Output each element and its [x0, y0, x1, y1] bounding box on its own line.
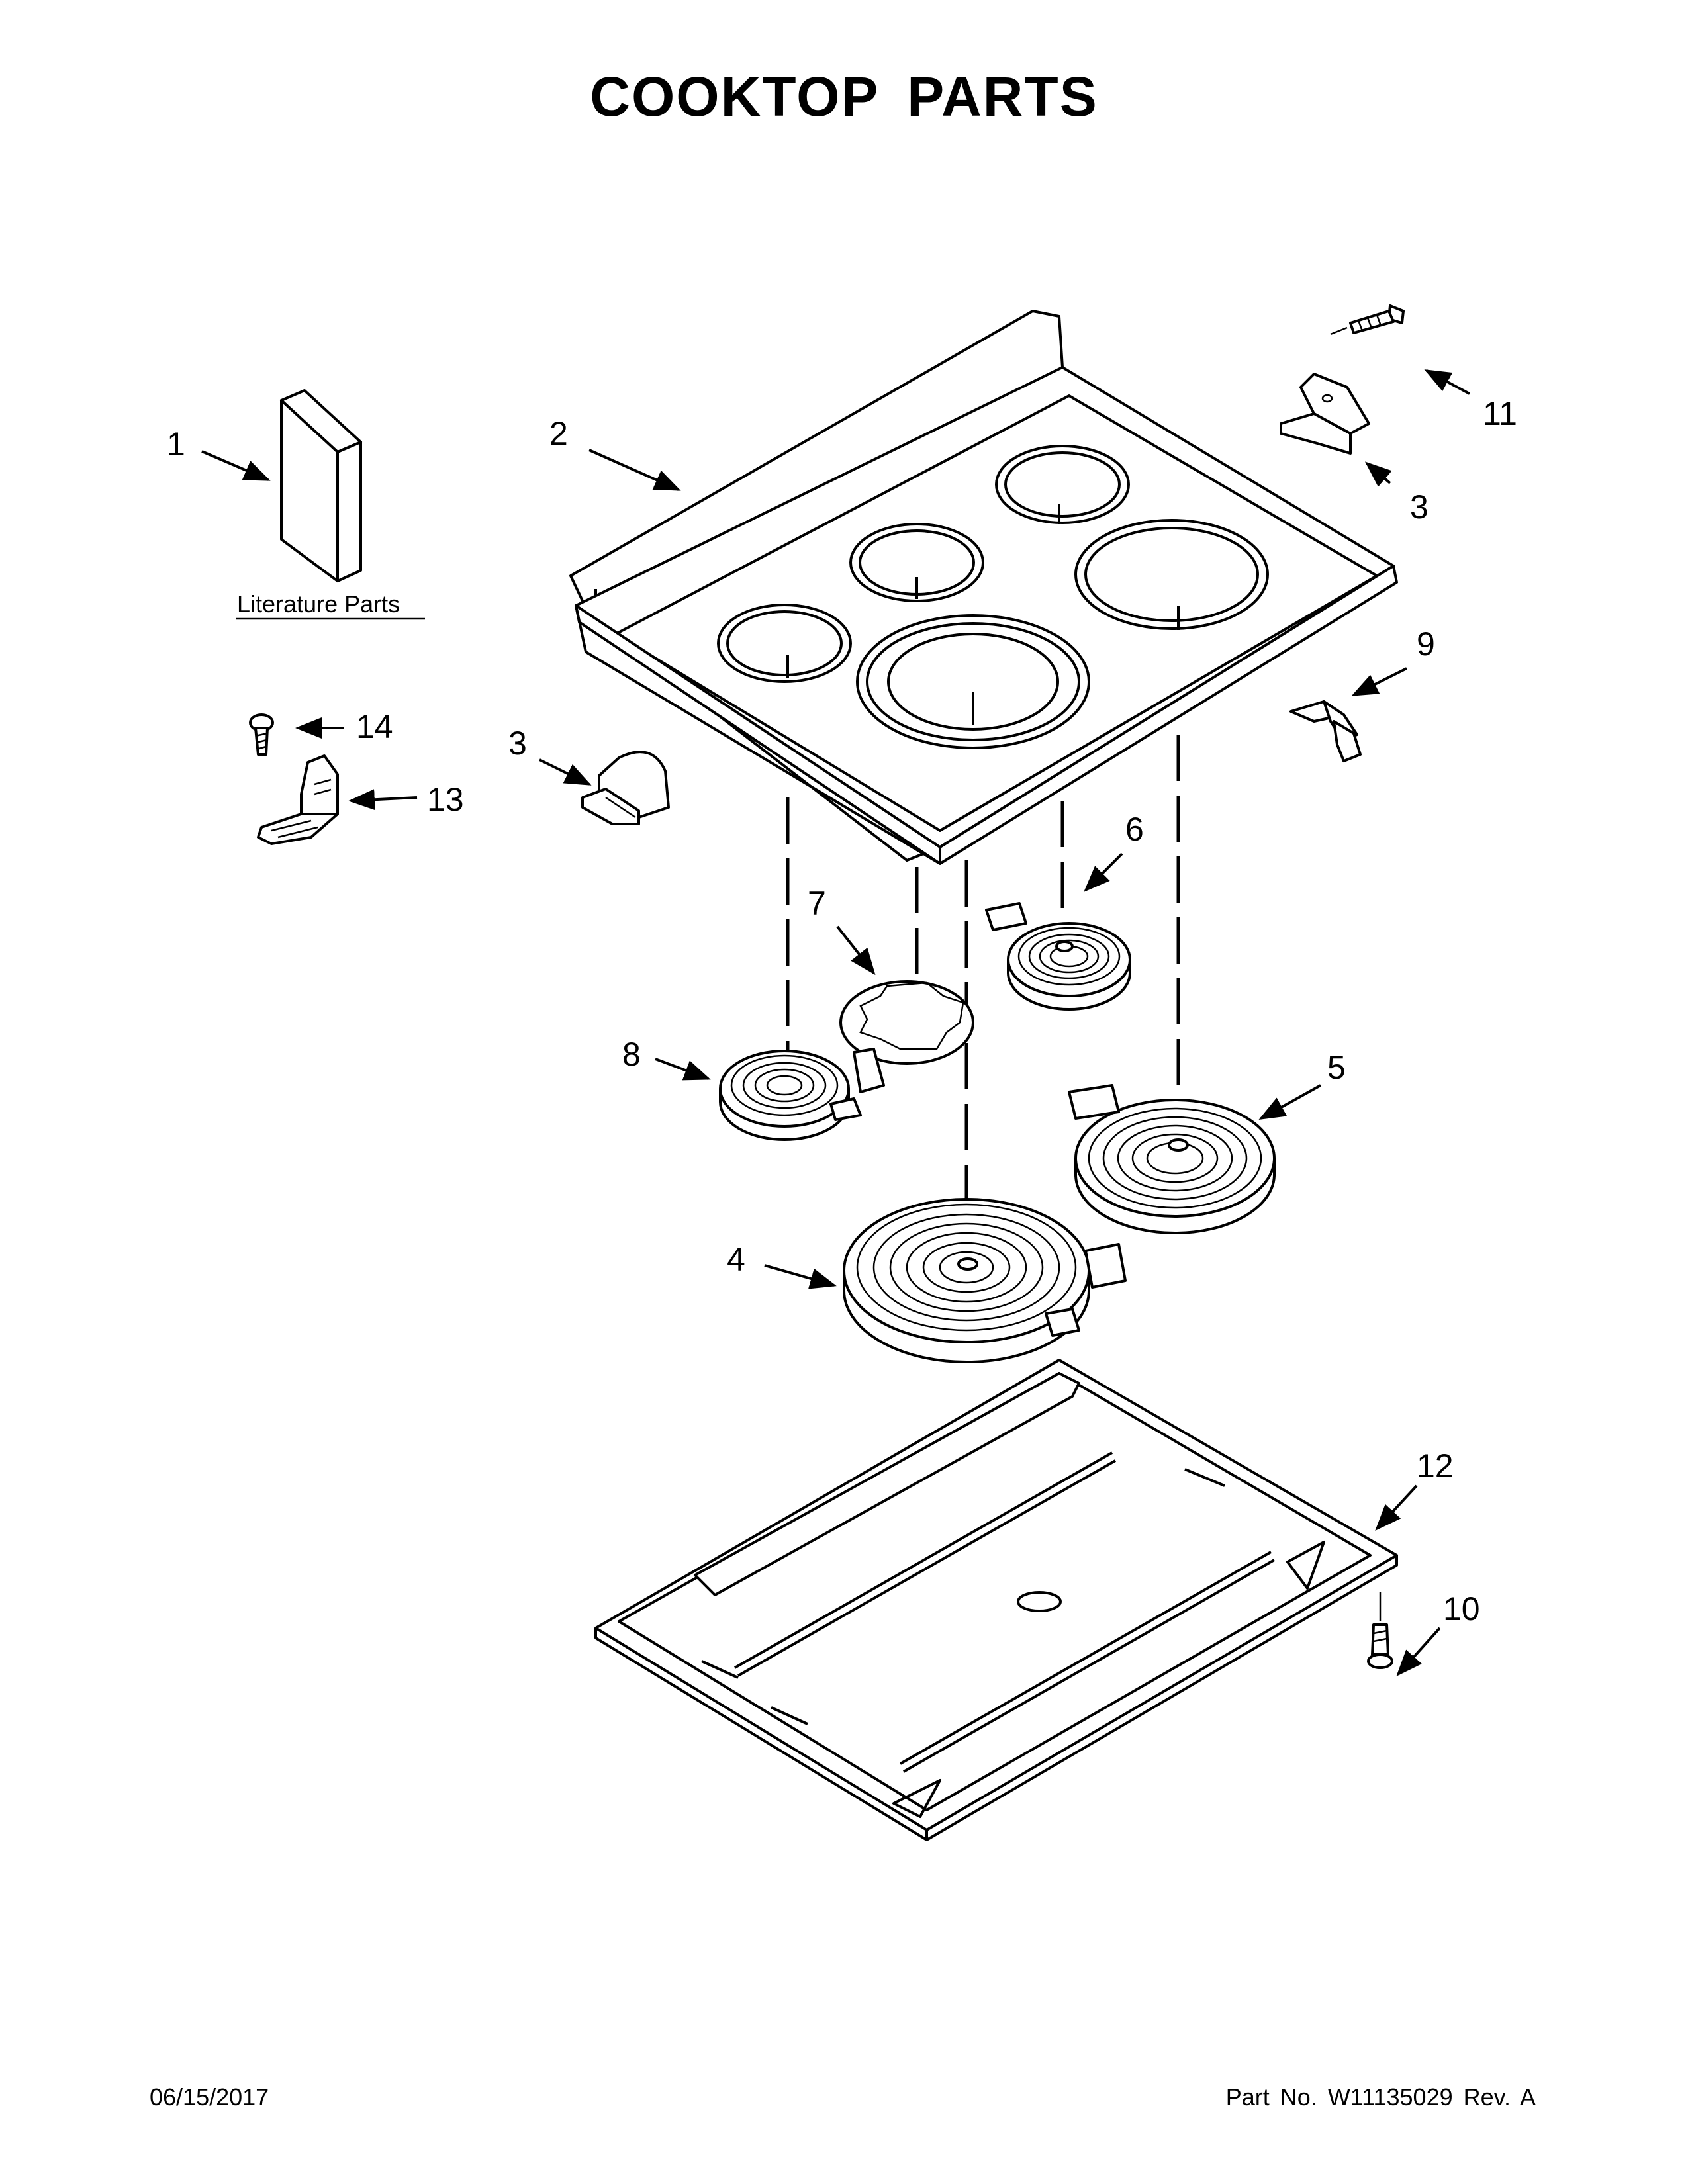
footer-part-number: Part No. W11135029 Rev. A — [1225, 2083, 1536, 2111]
bracket-part-13[interactable] — [257, 754, 339, 845]
callout-2: 2 — [549, 415, 568, 452]
callout-5: 5 — [1327, 1049, 1346, 1086]
bracket-part-right[interactable] — [1280, 373, 1370, 455]
screw-part-10[interactable] — [1367, 1592, 1393, 1669]
radiant-element-part-8[interactable] — [719, 1048, 885, 1141]
callout-6: 6 — [1125, 811, 1144, 848]
callout-9: 9 — [1417, 625, 1435, 662]
screw-part-11[interactable] — [1330, 304, 1405, 336]
callout-7: 7 — [808, 885, 826, 922]
insulator-disk-part-7[interactable] — [839, 980, 974, 1065]
callout-12: 12 — [1417, 1447, 1454, 1484]
callout-13: 13 — [427, 781, 464, 818]
radiant-element-part-6[interactable] — [985, 902, 1131, 1011]
assembly-dashed-lines — [786, 735, 1180, 1244]
cooktop-burner-rings — [717, 445, 1269, 749]
callout-4: 4 — [727, 1241, 745, 1278]
callout-1: 1 — [167, 426, 185, 463]
radiant-element-part-5[interactable] — [1068, 1084, 1276, 1234]
callout-arrows — [201, 369, 1470, 1676]
cooktop-main-top-part[interactable] — [569, 310, 1398, 865]
page-title: COOKTOP PARTS — [590, 66, 1098, 128]
end-cap-part-left[interactable] — [581, 751, 670, 825]
literature-booklet-part[interactable] — [280, 389, 362, 582]
callout-11: 11 — [1483, 395, 1517, 432]
footer-date: 06/15/2017 — [150, 2083, 269, 2111]
callout-10: 10 — [1443, 1590, 1480, 1627]
dual-radiant-element-part-4[interactable] — [843, 1198, 1127, 1363]
screw-part-14[interactable] — [249, 713, 274, 756]
callout-14: 14 — [356, 708, 393, 745]
callout-3-left: 3 — [508, 725, 527, 762]
callout-8: 8 — [622, 1036, 641, 1073]
literature-parts-label[interactable]: Literature Parts — [237, 590, 400, 617]
bottom-pan-part-12[interactable] — [594, 1359, 1398, 1841]
callout-3-right: 3 — [1410, 488, 1429, 525]
clip-part-9[interactable] — [1289, 700, 1362, 762]
